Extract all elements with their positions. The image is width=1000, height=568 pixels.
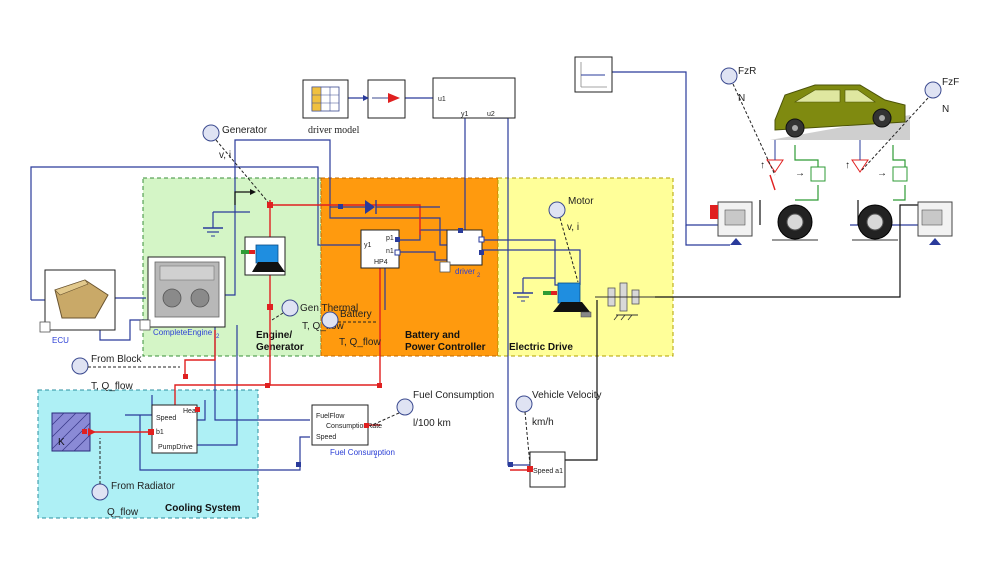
region-cooling-system[interactable]: Cooling System: [37, 389, 259, 519]
sensor-fzr-label: FzR: [738, 66, 756, 77]
sensor-generator-label: Generator: [222, 125, 268, 136]
sensor-fzf-label: FzF: [942, 77, 959, 88]
front-brake-icon[interactable]: [917, 201, 953, 245]
sensor-fzr-n: N: [738, 93, 745, 104]
electric-region-label: Electric Drive: [509, 342, 573, 353]
sensor-gen-thermal-tq: T, Q_flow: [302, 321, 344, 332]
cooling-region-label: Cooling System: [165, 503, 241, 514]
driver2-sub: 2: [477, 273, 481, 279]
rear-wheel-icon[interactable]: [772, 204, 818, 241]
ctrl-u1: u1: [438, 96, 446, 103]
sensor-gen-thermal-label: Gen Thermal: [300, 303, 358, 314]
rear-brake-icon[interactable]: [710, 201, 753, 245]
consumption-rate-port: ConsumptionRate: [326, 423, 382, 430]
ctrl-u2: u2: [487, 111, 495, 118]
fuel-flow-port: FuelFlow: [316, 413, 345, 420]
svg-text:↑: ↑: [760, 160, 765, 171]
region-battery-power-controller[interactable]: Battery and Power Controller: [320, 177, 499, 357]
diode[interactable]: [330, 200, 440, 214]
ground-electric: [513, 277, 555, 302]
complete-engine-sub: 2: [216, 334, 220, 340]
pump-drive: PumpDrive: [158, 444, 193, 451]
sensor-motor-vi: v, i: [567, 222, 579, 233]
step-signal-icon: [234, 189, 256, 205]
pump-drive-block[interactable]: Speed b1 PumpDrive Heat: [148, 404, 200, 454]
driver-controller-block[interactable]: u1 y1 u2: [432, 77, 516, 119]
ecu-info-icon: [39, 321, 51, 333]
fuel-speed-port: Speed: [316, 434, 336, 441]
engine-region-label-1: Engine/: [256, 330, 292, 341]
sensor-from-block-label: From Block: [91, 354, 143, 365]
sensor-radiator-q: Q_flow: [107, 507, 139, 518]
sensor-fzf[interactable]: FzF N: [861, 77, 959, 171]
connector-dots: [82, 228, 513, 467]
ecu-block[interactable]: ECU: [39, 269, 116, 345]
sensor-fuel-consumption[interactable]: Fuel Consumption l/100 km: [369, 390, 494, 429]
ctrl-y1: y1: [461, 111, 469, 118]
sensor-gen-thermal[interactable]: Gen Thermal T, Q_flow: [271, 299, 358, 332]
sensor-battery-tq: T, Q_flow: [339, 337, 381, 348]
driver2-info-icon: [439, 261, 451, 273]
sensor-from-block-tq: T, Q_flow: [91, 381, 133, 392]
front-wheel-icon[interactable]: [852, 204, 898, 241]
front-suspension[interactable]: ↑ →: [845, 140, 908, 182]
sensor-generator[interactable]: Generator v, i: [202, 124, 269, 203]
battery-hp4: HP4: [374, 259, 388, 266]
driver-model-table[interactable]: driver model: [302, 79, 360, 136]
sensor-motor-label: Motor: [568, 196, 594, 207]
sensor-generator-vi: v, i: [219, 150, 231, 161]
k-label: K: [58, 437, 65, 448]
driver-model-label: driver model: [308, 125, 360, 136]
sensor-from-radiator-label: From Radiator: [111, 481, 176, 492]
battery-region-label-2: Power Controller: [405, 342, 486, 353]
battery-region-label-1: Battery and: [405, 330, 460, 341]
ecu-label: ECU: [52, 336, 69, 345]
driver-gain-block[interactable]: [363, 79, 406, 119]
pump-heat: Heat: [183, 408, 198, 415]
battery-n1: n1: [386, 248, 394, 255]
gearbox-icon[interactable]: [595, 282, 655, 321]
sensor-from-block[interactable]: From Block T, Q_flow: [71, 354, 180, 392]
region-electric-drive[interactable]: Electric Drive: [497, 177, 674, 357]
fuel-consumption-block-sub: 1: [374, 454, 378, 460]
battery-block[interactable]: y1 p1 n1 HP4: [360, 229, 401, 269]
svg-text:→: →: [877, 168, 887, 179]
sensor-fuel-consumption-label: Fuel Consumption: [413, 390, 494, 401]
sensor-motor[interactable]: Motor v, i: [548, 196, 594, 283]
sensor-from-radiator[interactable]: From Radiator Q_flow: [91, 438, 176, 518]
engine-region-label-2: Generator: [256, 342, 304, 353]
pump-speed: Speed: [156, 415, 176, 422]
driver2-label: driver: [455, 267, 475, 276]
generator-motor[interactable]: [241, 202, 286, 310]
sensor-fzf-n: N: [942, 104, 949, 115]
pump-b1: b1: [156, 429, 164, 436]
step-source-block[interactable]: [574, 56, 613, 93]
svg-text:→: →: [795, 168, 805, 179]
complete-engine-block[interactable]: CompleteEngine 2: [139, 256, 226, 340]
ground-engine: [203, 211, 250, 237]
sensor-fzr[interactable]: FzR N: [720, 66, 776, 176]
k-heat-block[interactable]: K: [51, 412, 96, 452]
electric-motor[interactable]: [543, 282, 592, 318]
complete-engine-label: CompleteEngine: [153, 328, 213, 337]
battery-y1: y1: [364, 242, 372, 249]
speed-sensor-block[interactable]: Speed a1: [527, 451, 566, 488]
speed-block-label: Speed a1: [533, 468, 563, 475]
sensor-vehicle-velocity-label: Vehicle Velocity: [532, 390, 602, 401]
battery-p1: p1: [386, 235, 394, 242]
sensor-velocity-unit: km/h: [532, 417, 554, 428]
driver2-block[interactable]: driver 2: [439, 229, 485, 279]
engine-info-icon: [139, 319, 151, 331]
sensor-vehicle-velocity[interactable]: Vehicle Velocity km/h: [515, 390, 602, 466]
fuel-consumption-block-label: Fuel Consumption: [330, 448, 395, 457]
svg-text:↑: ↑: [845, 160, 850, 171]
sensor-battery-label: Battery: [340, 309, 372, 320]
car-on-slope-icon[interactable]: [770, 84, 910, 140]
fuel-consumption-block[interactable]: FuelFlow ConsumptionRate Speed Fuel Cons…: [311, 404, 395, 460]
sensor-fuel-unit: l/100 km: [413, 418, 451, 429]
sensor-battery[interactable]: Battery T, Q_flow: [321, 309, 381, 348]
